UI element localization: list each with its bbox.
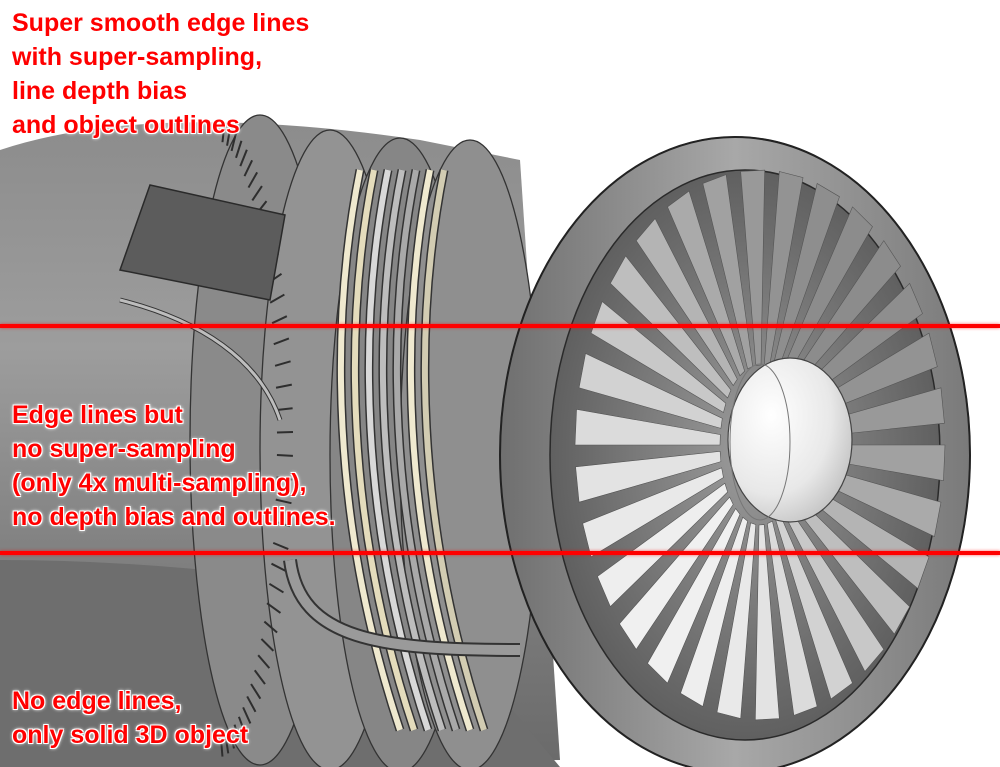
divider-line-bottom [0,551,1000,555]
side-pipe [119,298,282,421]
casing-rib [276,407,293,412]
fan-blade [590,301,727,413]
fan-blade [755,524,780,721]
caption-bottom-line: No edge lines, [12,687,182,715]
casing-rib [269,293,285,304]
caption-top-line: Super smooth edge lines [12,9,310,37]
casing-rib [274,360,291,367]
fan-blade [766,520,818,716]
caption-top-line: with super-sampling, [12,43,263,71]
casing-rib [235,140,243,159]
casing-rib [275,498,292,505]
casing-rib [275,383,293,389]
casing-rib [253,669,266,685]
caption-middle-line: Edge lines but [12,401,183,429]
fan-blade [680,516,748,708]
casing-rib [247,171,259,189]
casing-rib [263,620,278,634]
casing-rib [271,562,287,573]
casing-rib [242,706,252,724]
fan-blade [575,451,722,503]
fan-blade [667,190,745,377]
casing-rib [276,453,293,457]
caption-bottom-line: only solid 3D object [12,721,249,749]
casing-rib [233,724,241,743]
casing-rib [246,695,257,713]
caption-middle-line: no super-sampling [12,435,236,463]
casing-rib [274,520,291,528]
caption-top: Super smooth edge lines with super-sampl… [12,6,309,142]
casing-rib [239,149,248,167]
casing-rib [272,541,289,550]
fan-blade [582,467,724,558]
casing-rib [226,127,232,146]
lower-duct [285,559,521,655]
casing-rib [219,738,224,757]
intake-front-edge [499,136,971,767]
fan-blade [716,522,757,719]
fan-blade [740,169,765,366]
casing-rib [237,716,247,734]
casing-rib [257,654,271,669]
fan-blade [635,217,738,387]
fan-blade [574,408,721,446]
casing-rib [229,730,235,749]
fan-blade [597,482,728,608]
caption-bottom: No edge lines, only solid 3D object [12,684,248,752]
harness-pipes [119,169,521,732]
casing-rib [243,159,254,177]
casing-rib [230,133,237,152]
caption-middle-line: (only 4x multi-sampling), [12,469,307,497]
caption-middle-line: no depth bias and outlines. [12,503,336,531]
casing-rib [268,582,284,594]
casing-rib [276,476,293,481]
caption-top-line: line depth bias [12,77,188,105]
casing-rib [266,602,282,614]
fan-blade [619,496,734,650]
casing-rib [250,683,262,700]
casing-rib [224,735,230,754]
fan-blade [578,352,723,429]
caption-top-line: and object outlines [12,111,240,139]
casing-rib [271,315,288,325]
divider-line-top [0,324,1000,328]
caption-middle: Edge lines but no super-sampling (only 4… [12,398,336,534]
accessory-box [119,184,286,301]
casing-rib [260,638,275,652]
spinner-base [729,363,791,521]
casing-rib [221,124,226,143]
casing-rib [251,185,263,201]
casing-rib [273,337,290,346]
